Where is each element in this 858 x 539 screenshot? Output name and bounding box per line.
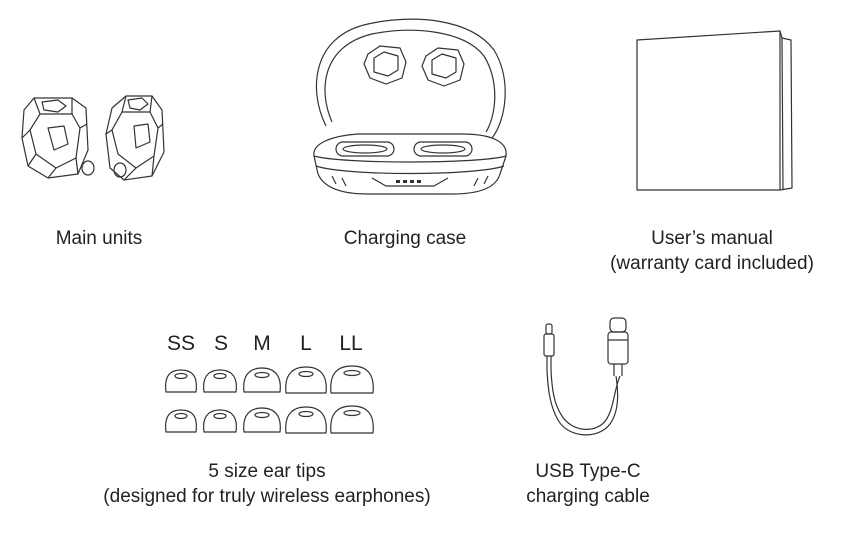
ear-tips-caption: 5 size ear tips (designed for truly wire… — [72, 459, 462, 509]
usb-c-plug-large-icon — [608, 318, 628, 376]
ear-tip-size-l: L — [300, 332, 312, 355]
left-earbud-icon — [22, 98, 94, 178]
led-indicator-icon — [396, 180, 421, 183]
earbud-in-lid-left-icon — [364, 46, 406, 84]
ear-tip-m-icon — [244, 368, 281, 432]
main-units-caption: Main units — [10, 226, 188, 251]
ear-tip-size-s: S — [213, 332, 228, 355]
charging-case-illustration — [302, 16, 514, 204]
ear-tip-size-ss: SS — [166, 332, 195, 355]
usb-cable-caption: USB Type-C charging cable — [490, 459, 686, 509]
ear-tip-ll-icon — [331, 366, 374, 433]
main-units-illustration — [14, 88, 164, 188]
right-earbud-icon — [106, 96, 164, 180]
ear-tip-size-m: M — [253, 332, 271, 355]
users-manual-caption: User’s manual (warranty card included) — [596, 226, 828, 276]
usb-c-plug-small-icon — [544, 324, 554, 370]
charging-case-caption: Charging case — [305, 226, 505, 251]
ear-tip-s-icon — [204, 370, 237, 432]
main-units-label: Main units — [55, 228, 143, 249]
users-manual-illustration — [630, 30, 800, 195]
ear-tips-note: (designed for truly wireless earphones) — [103, 486, 431, 507]
warranty-card-note: (warranty card included) — [610, 253, 814, 274]
earbud-in-lid-right-icon — [422, 48, 464, 86]
usb-cable-label: USB Type-C — [535, 461, 641, 482]
ear-tips-illustration — [160, 362, 375, 440]
ear-tip-size-ll: LL — [339, 332, 363, 355]
ear-tip-l-icon — [286, 367, 327, 433]
ear-tip-ss-icon — [166, 370, 197, 432]
ear-tips-label: 5 size ear tips — [208, 461, 326, 482]
usb-cable-illustration — [536, 310, 636, 446]
users-manual-label: User’s manual — [651, 228, 773, 249]
usb-cable-note: charging cable — [526, 486, 650, 507]
charging-case-label: Charging case — [343, 228, 467, 249]
